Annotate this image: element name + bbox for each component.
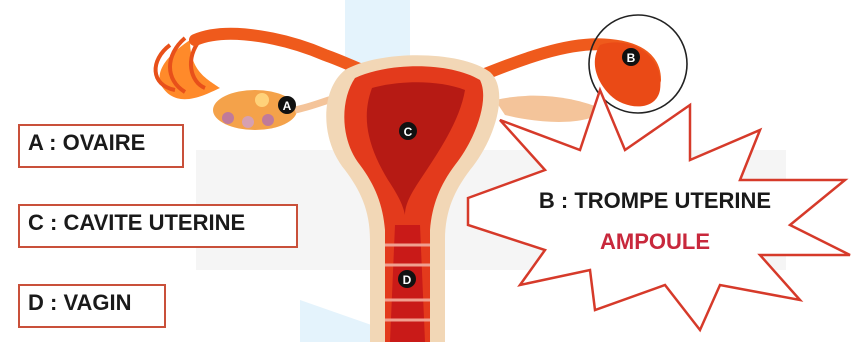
label-c-cavite-uterine: C : CAVITE UTERINE — [18, 204, 298, 248]
marker-d: D — [398, 270, 416, 288]
marker-b-letter: B — [627, 51, 636, 65]
marker-d-letter: D — [403, 273, 412, 287]
marker-a: A — [278, 96, 296, 114]
label-d-vagin: D : VAGIN — [18, 284, 166, 328]
left-fimbriae — [156, 38, 220, 99]
label-b-trompe-uterine: B : TROMPE UTERINE — [505, 188, 805, 214]
marker-b: B — [622, 48, 640, 66]
label-a-ovaire: A : OVAIRE — [18, 124, 184, 168]
right-ovary — [495, 96, 605, 122]
marker-c: C — [399, 122, 417, 140]
marker-c-letter: C — [404, 125, 413, 139]
label-b-ampoule: AMPOULE — [505, 229, 805, 255]
marker-a-letter: A — [283, 99, 292, 113]
